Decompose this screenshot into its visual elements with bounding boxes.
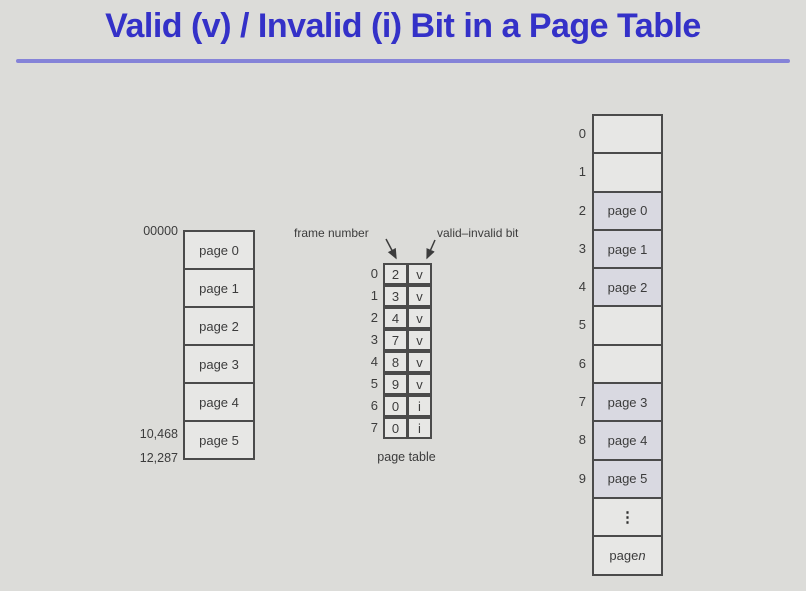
- physical-memory: 0 1 2 page 0 3 page 1 4 page 2 5 6 7: [554, 114, 663, 576]
- page-index: 4: [370, 354, 378, 369]
- valid-bit-cell: v: [407, 285, 432, 307]
- page-n-variable: n: [638, 547, 646, 563]
- frame-index: 0: [578, 126, 586, 141]
- frame-index: [554, 535, 592, 575]
- frame-number-cell: 2: [383, 263, 408, 285]
- page-table-row: 5 9 v: [359, 373, 432, 395]
- page-index: 1: [370, 288, 378, 303]
- page-index: 5: [370, 376, 378, 391]
- logical-page-cell: page 5: [183, 420, 255, 460]
- frame-number-cell: 7: [383, 329, 408, 351]
- frame-index: 8: [578, 432, 586, 448]
- physical-frame-cell: page 5: [592, 458, 663, 499]
- frame-index: 7: [578, 394, 586, 410]
- page-index: 2: [370, 310, 378, 325]
- physical-frame-row: 4 page 2: [554, 267, 663, 308]
- physical-frame-row: page n: [554, 535, 663, 576]
- physical-frame-cell: page 3: [592, 382, 663, 423]
- frame-index: 3: [578, 240, 586, 256]
- frame-number-cell: 4: [383, 307, 408, 329]
- vertical-ellipsis: ⋮: [620, 508, 635, 526]
- page-index: 3: [370, 332, 378, 347]
- page-table-row: 6 0 i: [359, 395, 432, 417]
- page-table-row: 1 3 v: [359, 285, 432, 307]
- valid-invalid-bit-arrow: [426, 239, 436, 260]
- physical-frame-row: 7 page 3: [554, 382, 663, 423]
- logical-address-top: 00000: [143, 224, 178, 238]
- valid-bit-cell: v: [407, 351, 432, 373]
- physical-frame-row: 2 page 0: [554, 190, 663, 231]
- physical-frame-cell: [592, 114, 663, 155]
- frame-number-cell: 0: [383, 417, 408, 439]
- physical-frame-row: 3 page 1: [554, 228, 663, 270]
- frame-number-cell: 9: [383, 373, 408, 395]
- ellipsis-cell: ⋮: [592, 496, 663, 538]
- frame-index: 4: [578, 279, 586, 295]
- physical-frame-cell: page 4: [592, 420, 663, 461]
- frame-number-cell: 0: [383, 395, 408, 417]
- frame-number-label: frame number: [294, 226, 369, 240]
- frame-index: 2: [578, 202, 586, 218]
- logical-page-cell: page 1: [183, 268, 255, 308]
- physical-frame-row: 1: [554, 152, 663, 193]
- physical-frame-cell: [592, 152, 663, 193]
- valid-invalid-bit-label: valid–invalid bit: [437, 226, 519, 240]
- frame-index: 6: [578, 355, 586, 371]
- slide-title: Valid (v) / Invalid (i) Bit in a Page Ta…: [105, 7, 701, 45]
- page-table-row: 2 4 v: [359, 307, 432, 329]
- frame-number-arrow: [385, 238, 397, 260]
- logical-address-mid: 10,468: [139, 427, 178, 441]
- title-underline: [16, 59, 790, 63]
- frame-index: [554, 497, 592, 537]
- page-table-row: 7 0 i: [359, 417, 432, 439]
- page-n-prefix: page: [609, 547, 639, 563]
- page-table-row: 3 7 v: [359, 329, 432, 351]
- page-table-row: 0 2 v: [359, 263, 432, 285]
- frame-index: 5: [578, 317, 586, 333]
- physical-frame-row: 6: [554, 343, 663, 385]
- frame-index: 1: [578, 164, 586, 180]
- page-table: 0 2 v 1 3 v 2 4 v 3 7 v 4 8 v 5 9 v: [359, 263, 432, 439]
- frame-number-cell: 3: [383, 285, 408, 307]
- frame-index: 9: [578, 470, 586, 486]
- frame-number-cell: 8: [383, 351, 408, 373]
- page-table-caption: page table: [377, 450, 436, 464]
- physical-frame-row: 0: [554, 114, 663, 155]
- logical-page-cell: page 4: [183, 382, 255, 422]
- page-index: 6: [370, 398, 378, 413]
- logical-page-cell: page 0: [183, 230, 255, 270]
- page-index: 7: [370, 420, 378, 435]
- physical-frame-cell: page 2: [592, 267, 663, 308]
- physical-frame-cell: [592, 305, 663, 346]
- valid-bit-cell: v: [407, 373, 432, 395]
- physical-frame-cell: page 0: [592, 190, 663, 231]
- valid-bit-cell: v: [407, 307, 432, 329]
- logical-page-cell: page 3: [183, 344, 255, 384]
- physical-frame-cell: page 1: [592, 228, 663, 270]
- physical-frame-cell: [592, 343, 663, 385]
- physical-frame-row: ⋮: [554, 496, 663, 538]
- logical-memory-box: page 0 page 1 page 2 page 3 page 4 page …: [183, 230, 255, 460]
- valid-bit-cell: i: [407, 395, 432, 417]
- page-index: 0: [370, 266, 378, 281]
- valid-bit-cell: v: [407, 329, 432, 351]
- physical-frame-row: 9 page 5: [554, 458, 663, 499]
- page-n-cell: page n: [592, 535, 663, 576]
- logical-page-cell: page 2: [183, 306, 255, 346]
- physical-frame-row: 8 page 4: [554, 420, 663, 461]
- physical-frame-row: 5: [554, 305, 663, 346]
- valid-bit-cell: i: [407, 417, 432, 439]
- logical-address-bottom: 12,287: [139, 451, 178, 465]
- valid-bit-cell: v: [407, 263, 432, 285]
- page-table-row: 4 8 v: [359, 351, 432, 373]
